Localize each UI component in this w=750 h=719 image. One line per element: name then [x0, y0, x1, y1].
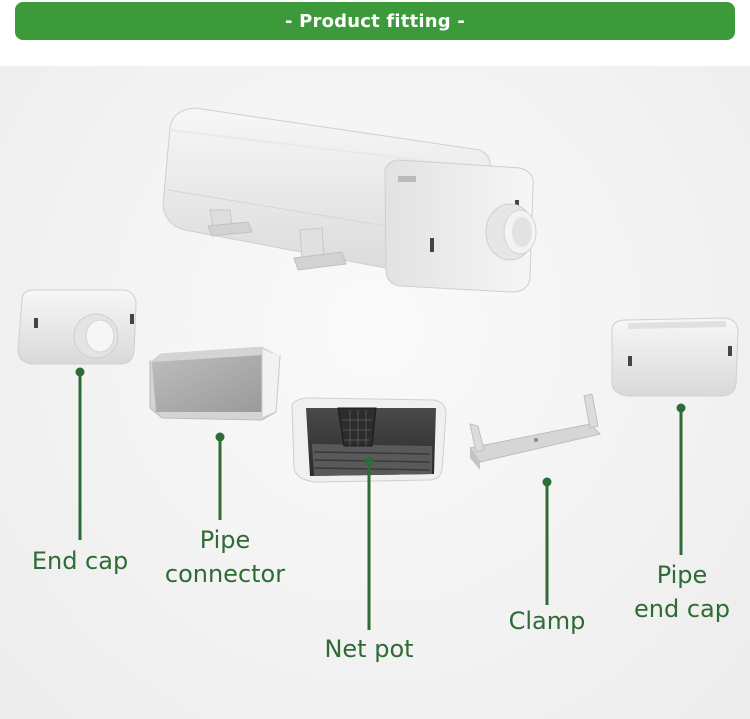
leader-lines	[75, 367, 686, 630]
pipe-end-cap-label-line1: Pipe	[656, 561, 708, 589]
net-pot-leader-dot	[364, 456, 374, 466]
assembled-pipe-image	[162, 107, 537, 293]
end-cap-label-text: End cap	[31, 547, 129, 575]
end-cap-leader-dot	[75, 367, 85, 377]
clamp-image	[469, 393, 601, 470]
pipe-end-cap-label-line2: end cap	[634, 595, 730, 623]
pipe-end-cap-leader-dot	[676, 403, 686, 413]
section-banner: - Product fitting -	[15, 2, 735, 40]
pipe-end-cap-image	[611, 317, 739, 397]
clamp-label: Clamp	[496, 604, 598, 638]
pipe-end-cap-label: Pipe end cap	[622, 558, 742, 626]
end-cap-label: End cap	[20, 544, 140, 578]
end-cap-image	[17, 289, 137, 365]
clamp-leader-dot	[542, 477, 552, 487]
banner-title: - Product fitting -	[284, 10, 466, 32]
net-pot-label: Net pot	[306, 632, 432, 666]
pipe-connector-leader-dot	[215, 432, 225, 442]
pipe-connector-image	[149, 343, 281, 421]
pipe-connector-label-line2: connector	[164, 560, 286, 588]
pipe-connector-label-line1: Pipe	[199, 526, 251, 554]
net-pot-image	[291, 397, 447, 483]
net-pot-label-text: Net pot	[324, 635, 414, 663]
clamp-label-text: Clamp	[508, 607, 586, 635]
header-band: - Product fitting -	[0, 0, 750, 66]
pipe-connector-label: Pipe connector	[150, 523, 300, 591]
